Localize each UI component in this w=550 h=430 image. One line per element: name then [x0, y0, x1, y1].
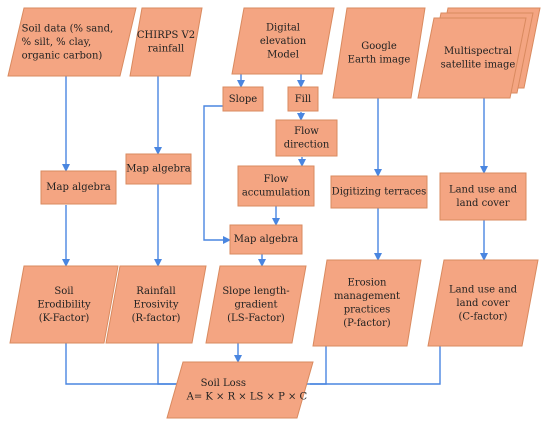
arrow-slope-to-mapalgebra [203, 105, 231, 244]
node-shape [237, 165, 315, 207]
node-shape [231, 7, 335, 75]
node-label-line: (P-factor) [343, 318, 391, 329]
node-soil-loss: Soil Loss A= K × R × LS × P × C [166, 361, 314, 419]
node-shape [9, 265, 119, 344]
node-map-algebra-soil: Map algebra [40, 170, 117, 205]
node-flow-accumulation: Flow accumulation [237, 165, 315, 207]
node-label-line: Land use and [449, 284, 518, 295]
node-shape [287, 86, 319, 112]
node-label-line: (K-Factor) [39, 313, 90, 324]
node-label-line: Fill [295, 94, 312, 105]
node-label-line: accumulation [242, 188, 311, 199]
node-label-line: Flow [294, 126, 319, 137]
node-label-line: Multispectral [444, 46, 512, 57]
node-shape [312, 259, 422, 347]
node-label-line: Soil Loss [201, 378, 246, 389]
node-shape [275, 119, 338, 157]
node-label-line: % silt, % clay, [22, 37, 92, 48]
node-label-line: elevation [260, 36, 307, 47]
arrow-k-to-soilloss [65, 343, 187, 388]
node-shape [427, 259, 539, 347]
node-shape [166, 361, 314, 419]
arrow-r-to-soilloss [157, 343, 185, 385]
node-slope: Slope [222, 86, 264, 112]
node-chirps: CHIRPS V2 rainfall [129, 7, 203, 77]
node-label-line: Model [267, 49, 299, 60]
node-shape [229, 224, 303, 255]
node-fill: Fill [287, 86, 319, 112]
node-label-line: Soil data (% sand, [22, 23, 114, 34]
arrow-c-to-soilloss [298, 346, 441, 388]
node-label-line: satellite image [441, 60, 516, 71]
node-digitizing-terraces: Digitizing terraces [330, 175, 428, 209]
node-label-line: CHIRPS V2 [137, 30, 195, 41]
node-label-line: Earth image [348, 55, 411, 66]
node-label-line: practices [344, 305, 391, 316]
connectors [62, 74, 488, 388]
node-label-line: Slope length- [222, 286, 289, 297]
node-label-line: Erosivity [134, 299, 179, 310]
node-label-line: (R-factor) [132, 313, 181, 324]
node-label-line: rainfall [148, 44, 184, 55]
node-label-line: Map algebra [126, 164, 190, 175]
node-land-use: Land use and land cover [439, 172, 527, 221]
node-label-line: Map algebra [234, 234, 298, 245]
node-label-line: Erodibility [37, 299, 91, 310]
node-shape [222, 86, 264, 112]
node-label-line: Soil [54, 286, 73, 297]
node-label-line: land cover [456, 198, 509, 209]
node-shape [205, 265, 307, 344]
node-label-line: Land use and [449, 185, 518, 196]
node-label-line: Slope [229, 94, 257, 105]
node-p-factor: Erosion management practices (P-factor) [312, 259, 422, 347]
node-soil-data: Soil data (% sand, % silt, % clay, organic… [7, 7, 137, 77]
node-label-line: management [334, 291, 400, 302]
node-label-line: (C-factor) [459, 311, 508, 322]
node-shape [105, 265, 207, 344]
node-shape [332, 7, 426, 99]
node-c-factor: Land use and land cover (C-factor) [427, 259, 539, 347]
node-shape [439, 172, 527, 221]
node-label-line: Flow [264, 174, 289, 185]
node-map-algebra-ls: Map algebra [229, 224, 303, 255]
node-shape [129, 7, 203, 77]
node-shape [125, 153, 192, 185]
node-label-line: Digital [266, 22, 300, 33]
node-label-line: Digitizing terraces [332, 187, 427, 198]
node-map-algebra-rain: Map algebra [125, 153, 192, 185]
node-flow-direction: Flow direction [275, 119, 338, 157]
node-label-line: Erosion [348, 278, 387, 289]
node-label-line: direction [284, 140, 330, 151]
node-shape [40, 170, 117, 205]
node-shape [7, 7, 137, 77]
node-ls-factor: Slope length-gradient (LS-Factor) [205, 265, 307, 344]
node-multispectral: Multispectral satellite image [417, 7, 541, 99]
node-label-line: land cover [456, 298, 509, 309]
node-label-line: Map algebra [46, 182, 110, 193]
node-label-line: gradient [234, 299, 277, 310]
node-label-line: Rainfall [136, 286, 175, 297]
node-label-line: Google [361, 41, 397, 52]
node-shape [417, 17, 527, 99]
node-label-line: organic carbon) [22, 50, 103, 61]
node-label-line: A= K × R × LS × P × C [186, 392, 308, 403]
node-label-line: (LS-Factor) [227, 313, 285, 324]
node-shape [330, 175, 428, 209]
